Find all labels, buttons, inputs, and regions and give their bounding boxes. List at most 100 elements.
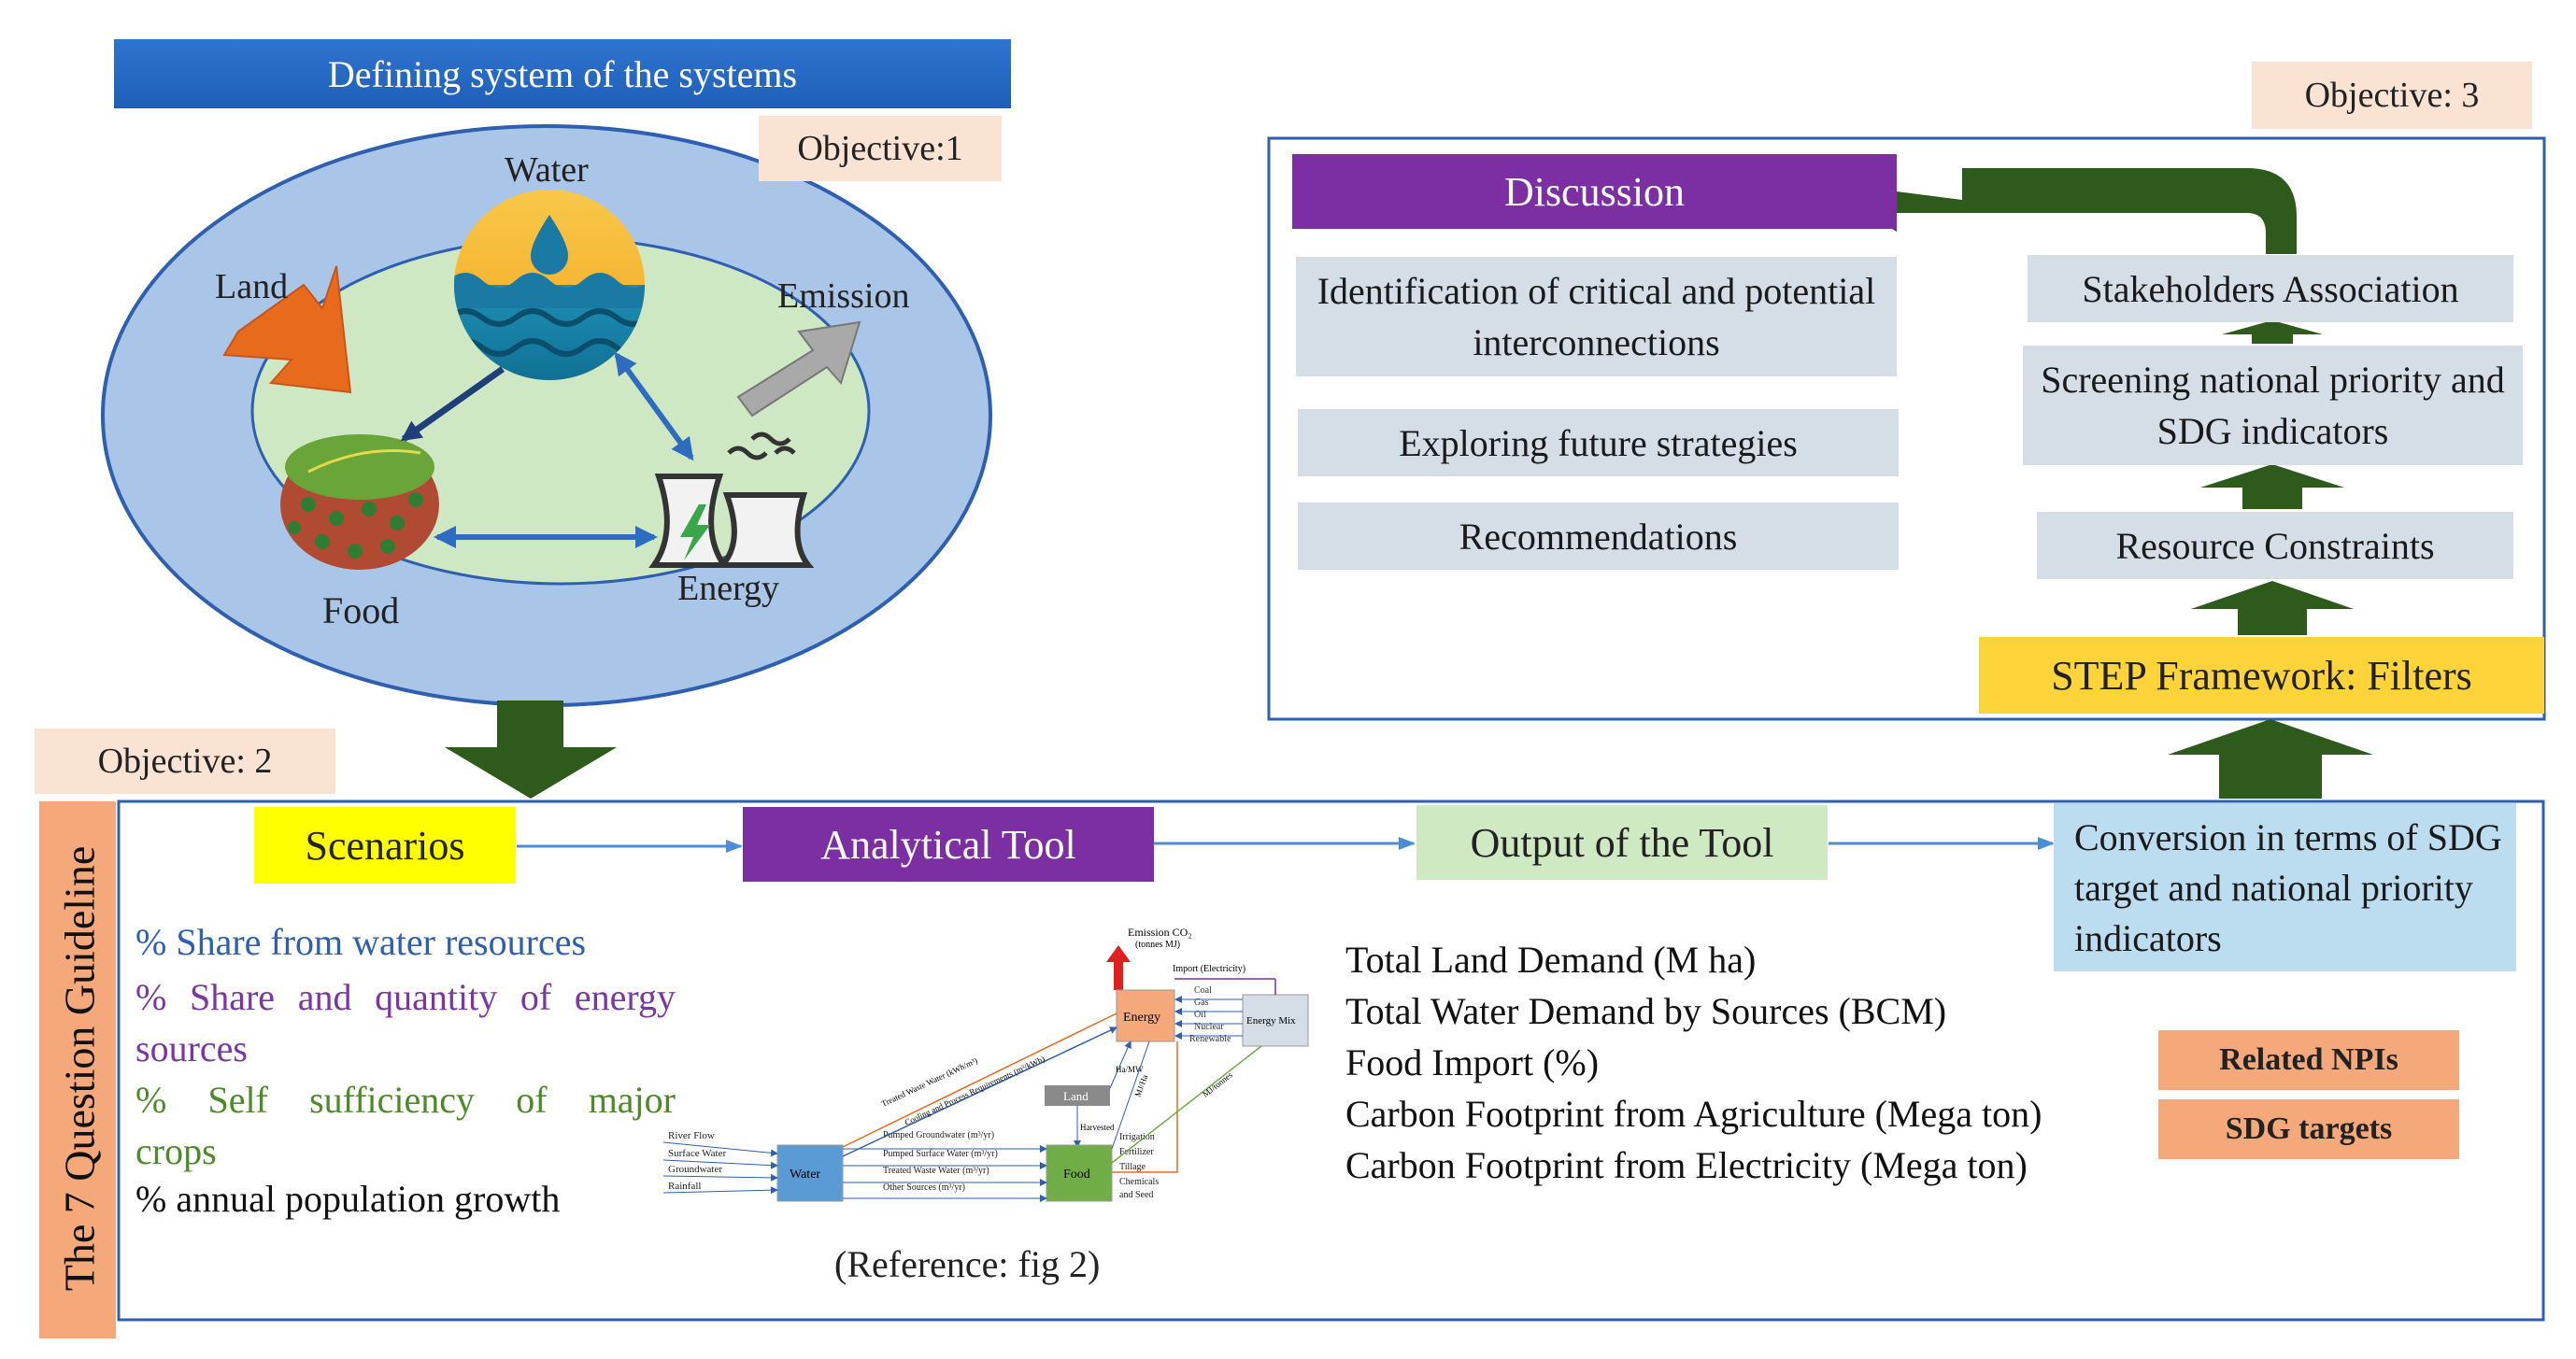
mini-land-label: Land (1063, 1089, 1089, 1103)
mini-water-label: Water (790, 1168, 820, 1182)
land-arrow-icon (222, 265, 352, 394)
seven-question-sidebar: The 7 Question Guideline (39, 801, 116, 1338)
mini-mj-tonnes-label: MJ/tonnes (1201, 1069, 1234, 1098)
output-item-food-import: Food Import (%) (1345, 1041, 1600, 1083)
mini-land-energy-line (1109, 1040, 1131, 1089)
scenarios-box: Scenarios (254, 807, 516, 884)
land-node-label: Land (215, 267, 289, 306)
mini-mj-ha-label: MJ/Ha (1132, 1073, 1149, 1097)
related-npis-box: Related NPIs (2158, 1030, 2459, 1090)
analytical-tool-box: Analytical Tool (743, 807, 1154, 882)
step-to-resource-arrow (2191, 581, 2354, 635)
objective3-label: Objective: 3 (2252, 62, 2532, 129)
discussion-item-interconnections: Identification of critical and potential… (1296, 257, 1897, 376)
output-item-water: Total Water Demand by Sources (BCM) (1345, 990, 1947, 1032)
mini-input-line (663, 1159, 778, 1169)
mini-mj-ha-line (1111, 1040, 1150, 1150)
output-of-tool-box: Output of the Tool (1416, 805, 1828, 880)
food-node-label: Food (322, 589, 400, 631)
mini-water-input: Surface Water (668, 1148, 726, 1159)
discussion-box: Discussion (1292, 154, 1897, 229)
mini-emission-unit: (tonnes MJ) (1135, 940, 1180, 950)
mini-food-input: Irrigation (1119, 1132, 1155, 1142)
seven-question-title: The 7 Question Guideline (55, 845, 103, 1292)
mini-energy-mix-label: Energy Mix (1246, 1015, 1296, 1026)
mini-water-box (776, 1144, 844, 1202)
mini-energy-mix-box (1242, 994, 1309, 1047)
mini-food-input: and Seed (1119, 1190, 1153, 1200)
mini-import-label: Import (Electricity) (1173, 964, 1245, 974)
sdg-targets-box: SDG targets (2158, 1099, 2459, 1159)
conversion-box: Conversion in terms of SDG target and na… (2054, 803, 2516, 971)
objective3-frame (1267, 136, 2546, 721)
mini-input-line (663, 1173, 778, 1182)
output-item-carbon-agriculture: Carbon Footprint from Agriculture (Mega … (1345, 1093, 2042, 1135)
scenario-item-crops: % Self sufficiency of major crops (135, 1079, 676, 1172)
output-item-land: Total Land Demand (M ha) (1345, 939, 1757, 981)
mini-mix-gas: Gas (1194, 998, 1209, 1008)
output-list: Total Land Demand (M ha) Total Water Dem… (1345, 934, 2042, 1191)
scenario-list: % Share from water resources % Share and… (135, 920, 676, 1228)
mini-emission-label: Emission CO₂ (1128, 926, 1192, 939)
discussion-item-strategies: Exploring future strategies (1298, 409, 1899, 476)
resource-constraints-box: Resource Constraints (2037, 512, 2513, 579)
objective1-to-2-arrow (445, 701, 617, 799)
energy-icon (648, 432, 815, 568)
banner-title: Defining system of the systems (327, 52, 798, 95)
mini-input-line (663, 1186, 778, 1195)
mini-mix-oil: Oil (1194, 1010, 1206, 1020)
objective2-frame (117, 800, 2545, 1322)
mini-food-input: Tillage (1119, 1162, 1146, 1172)
mini-energy-label: Energy (1123, 1011, 1160, 1025)
output-item-carbon-electricity: Carbon Footprint from Electricity (Mega … (1345, 1144, 2028, 1186)
emission-arrow-icon (736, 320, 861, 418)
step-framework-box: STEP Framework: Filters (1979, 637, 2544, 714)
mini-treated-line (842, 1012, 1117, 1148)
mini-input-line (663, 1141, 778, 1157)
screening-to-stakeholders-arrow (2222, 320, 2323, 344)
mini-water-output: Treated Waste Water (m³/yr) (883, 1166, 989, 1176)
mini-water-output: Pumped Surface Water (m³/yr) (883, 1149, 998, 1159)
mini-cooling-line (842, 1026, 1117, 1157)
resource-to-screening-arrow (2200, 464, 2344, 509)
water-node-label: Water (505, 150, 589, 190)
mini-land-box (1045, 1085, 1110, 1106)
mini-mix-renewable: Renewable (1189, 1034, 1231, 1044)
stakeholders-association-box: Stakeholders Association (2028, 255, 2513, 322)
mini-emission-arrow (1106, 945, 1131, 990)
system-of-systems-banner: Defining system of the systems (114, 39, 1011, 108)
scenario-item-water: % Share from water resources (135, 921, 587, 963)
emission-node-label: Emission (777, 276, 910, 316)
mini-harvest-label: Harvested (1080, 1123, 1115, 1132)
mini-mix-coal: Coal (1194, 985, 1212, 996)
screening-indicators-box: Screening national priority and SDG indi… (2023, 346, 2523, 465)
mini-water-input: River Flow (668, 1130, 715, 1141)
mini-food-box (1046, 1144, 1113, 1202)
objective1-label: Objective:1 (759, 116, 1002, 181)
mini-mix-nuclear: Nuclear (1194, 1022, 1224, 1032)
mini-water-output: Pumped Groundwater (m³/yr) (883, 1130, 994, 1140)
mini-food-label: Food (1063, 1168, 1090, 1182)
conversion-to-step-arrow (2168, 719, 2373, 799)
objective2-label: Objective: 2 (35, 729, 335, 794)
mini-food-energy-line (1112, 1041, 1178, 1173)
reference-caption: (Reference: fig 2) (834, 1243, 1101, 1285)
mini-water-input: Groundwater (668, 1164, 722, 1175)
discussion-item-recommendations: Recommendations (1298, 503, 1899, 570)
scenario-item-population: % annual population growth (135, 1178, 561, 1220)
mini-ha-mw-label: Ha/MW (1116, 1065, 1144, 1074)
mini-water-output: Other Sources (m³/yr) (883, 1182, 965, 1193)
food-icon (280, 434, 439, 570)
stakeholders-to-discussion-arrow (1897, 168, 2297, 254)
mini-energy-box (1116, 989, 1175, 1042)
scenario-item-energy: % Share and quantity of energy sources (135, 976, 676, 1069)
energy-node-label: Energy (677, 569, 780, 608)
reference-fig2-diagram: Emission CO₂ (tonnes MJ) Energy Energy M… (663, 926, 1309, 1202)
water-food-arrow (400, 366, 505, 442)
mini-mj-tonnes-line (1111, 1045, 1262, 1164)
mini-food-input: Chemicals (1119, 1177, 1159, 1187)
mini-water-input: Rainfall (668, 1181, 701, 1192)
mini-food-input: Fertilizer (1119, 1147, 1154, 1157)
water-energy-arrow (614, 351, 694, 461)
